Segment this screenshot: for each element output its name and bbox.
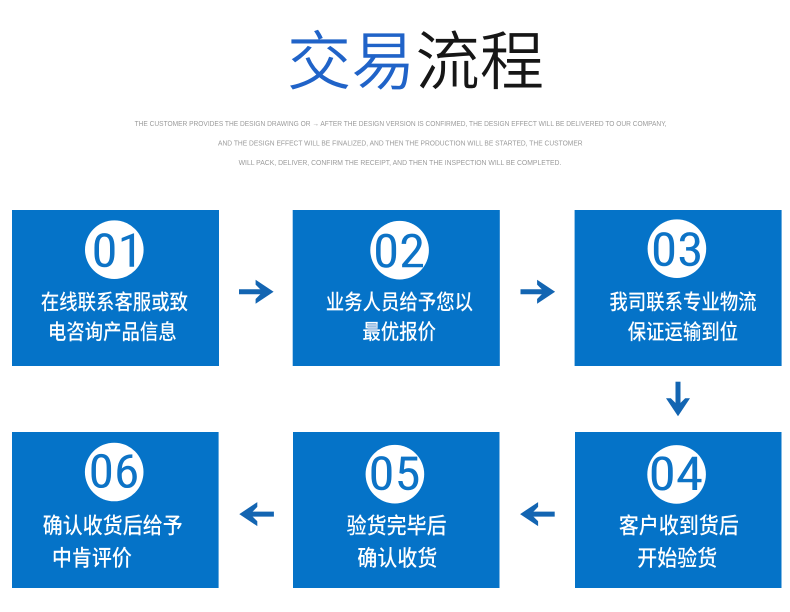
svg-text:WILL PACK, DELIVER, CONFIRM TH: WILL PACK, DELIVER, CONFIRM THE RECEIPT,…	[239, 158, 562, 167]
svg-text:THE CUSTOMER PROVIDES THE DESI: THE CUSTOMER PROVIDES THE DESIGN DRAWING…	[135, 119, 667, 128]
svg-text:AND THE DESIGN EFFECT WILL BE: AND THE DESIGN EFFECT WILL BE FINALIZED,…	[218, 139, 583, 148]
